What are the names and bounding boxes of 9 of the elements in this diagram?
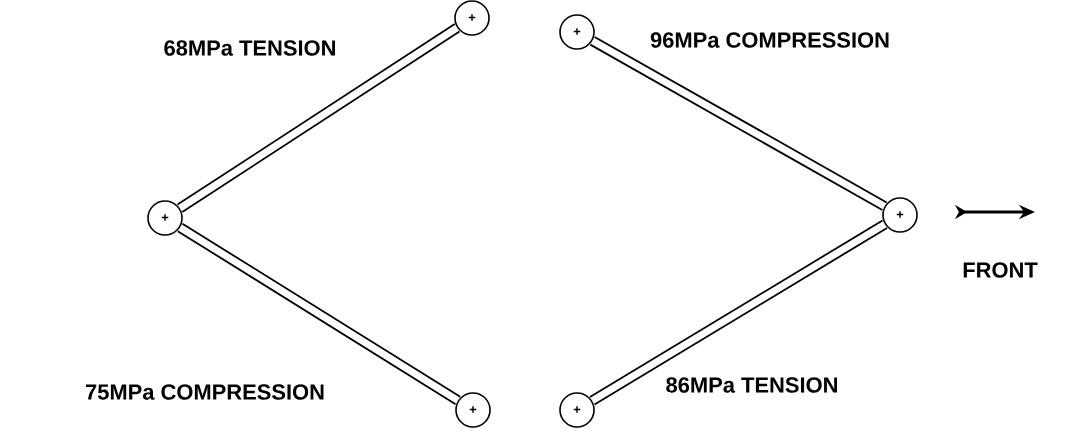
stress-label: 75MPa COMPRESSION	[84, 383, 326, 401]
truss-bar	[177, 23, 460, 213]
direction-label: FRONT	[963, 262, 1038, 278]
truss-bar	[589, 219, 888, 406]
truss-bar	[589, 36, 888, 211]
truss-bar	[177, 222, 461, 406]
stress-label: 68MPa TENSION	[162, 39, 338, 57]
stress-label: 86MPa TENSION	[664, 376, 840, 394]
stress-label: 96MPa COMPRESSION	[649, 31, 891, 49]
